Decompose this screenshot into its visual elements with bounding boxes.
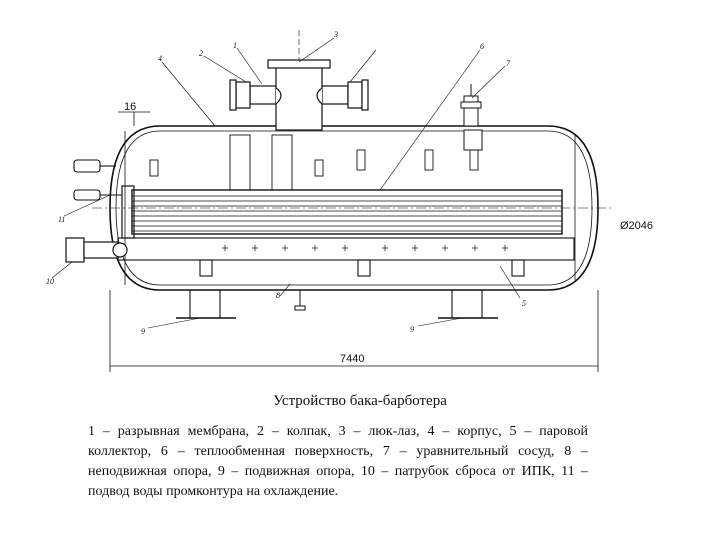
leader-label-3: 3 — [333, 30, 338, 39]
leader-label-1: 1 — [233, 41, 237, 50]
leader-label-11: 11 — [58, 215, 65, 224]
thickness-dimension — [118, 111, 150, 126]
leader-label-2: 2 — [199, 49, 203, 58]
cooling-water-inlet — [73, 159, 122, 201]
tank-drawing: 7440 16 Ø2046 1 2 3 4 5 6 7 8 9 10 11 9 — [46, 30, 653, 372]
internal-baffles — [149, 134, 479, 191]
leader-label-10: 10 — [46, 277, 54, 286]
equalizing-vessel — [460, 84, 483, 151]
manhole-hatch — [267, 30, 331, 131]
ipk-discharge-nozzle — [65, 237, 128, 263]
steam-collector — [117, 237, 575, 277]
leader-lines — [51, 37, 521, 329]
leader-label-9-fixed: 9 — [141, 327, 145, 336]
figure-caption: Устройство бака-барботера — [273, 393, 447, 409]
leader-label-8: 8 — [276, 291, 280, 300]
leader-label-4: 4 — [158, 54, 162, 63]
thickness-label: 16 — [124, 101, 136, 113]
leader-label-7: 7 — [506, 59, 511, 68]
heat-exchange-surface — [121, 185, 563, 239]
fixed-support — [176, 289, 236, 319]
length-label: 7440 — [340, 353, 364, 365]
movable-support — [438, 289, 498, 319]
figure-legend: 1 – разрывная мембрана, 2 – колпак, 3 – … — [88, 424, 588, 499]
length-dimension — [109, 290, 599, 372]
leader-label-5: 5 — [522, 299, 526, 308]
diameter-label: Ø2046 — [620, 220, 653, 232]
leader-label-6: 6 — [480, 42, 484, 51]
leader-label-9-movable: 9 — [410, 325, 414, 334]
rupture-membrane-nozzles — [229, 79, 369, 111]
drain-nozzle — [294, 290, 306, 311]
